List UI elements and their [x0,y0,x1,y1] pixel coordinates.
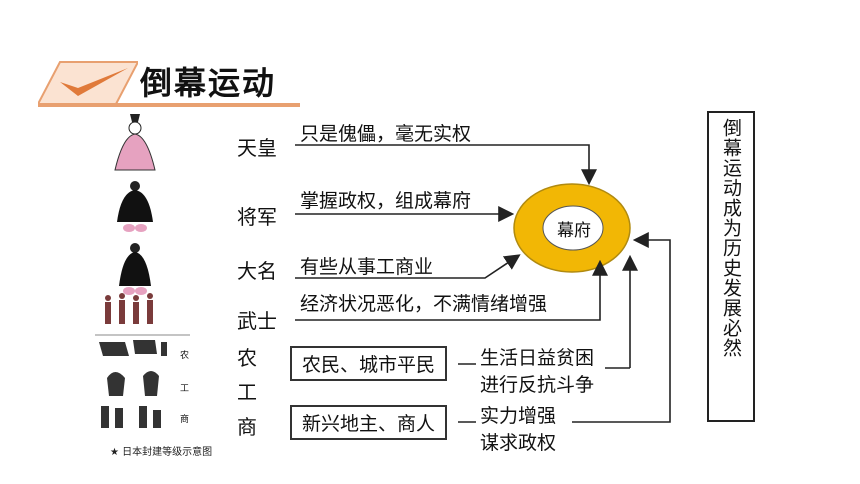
daimyo-figure [119,243,151,295]
desc-wushi: 经济状况恶化，不满情绪增强 [300,293,548,315]
rank-shang: 商 [237,415,257,439]
figure-label-shang: 商 [180,415,190,425]
artisan-scene [107,371,159,396]
rank-gong: 工 [237,380,257,404]
note-landlords-1: 实力增强 [480,405,557,427]
farmer-scene [99,340,167,356]
page-title: 倒幕运动 [140,64,277,102]
desc-tianhuang: 只是傀儡，毫无实权 [300,123,472,145]
center-label-bakufu: 幕府 [557,221,591,241]
note-farmers-1: 生活日益贫困 [480,347,595,369]
samurai-figures [105,293,153,324]
conclusion-box [707,111,755,422]
rank-wushi: 武士 [237,309,277,333]
note-landlords-2: 谋求政权 [480,432,557,454]
merchant-scene [101,406,161,428]
shogun-figure [117,181,153,232]
title-underline [38,103,300,107]
rank-nong: 农 [237,346,257,370]
desc-jiangjun: 掌握政权，组成幕府 [300,190,472,212]
figure-caption: ★ 日本封建等级示意图 [110,447,213,458]
rank-tianhuang: 天皇 [237,136,277,160]
box-landlords-merchants: 新兴地主、商人 [290,405,448,440]
desc-daming: 有些从事工商业 [300,256,434,278]
conclusion-text: 倒幕运动成为历史发展必然 [720,118,742,358]
emperor-figure [114,114,156,171]
box-farmers-citizens: 农民、城市平民 [290,346,448,381]
figure-label-gong: 工 [180,384,190,394]
figure-label-nong: 农 [180,351,190,361]
feudal-hierarchy-figures [95,114,190,428]
shogunate-ring-hole [542,205,604,251]
rank-jiangjun: 将军 [237,205,277,229]
note-farmers-2: 进行反抗斗争 [480,374,595,396]
rank-daming: 大名 [237,259,277,283]
